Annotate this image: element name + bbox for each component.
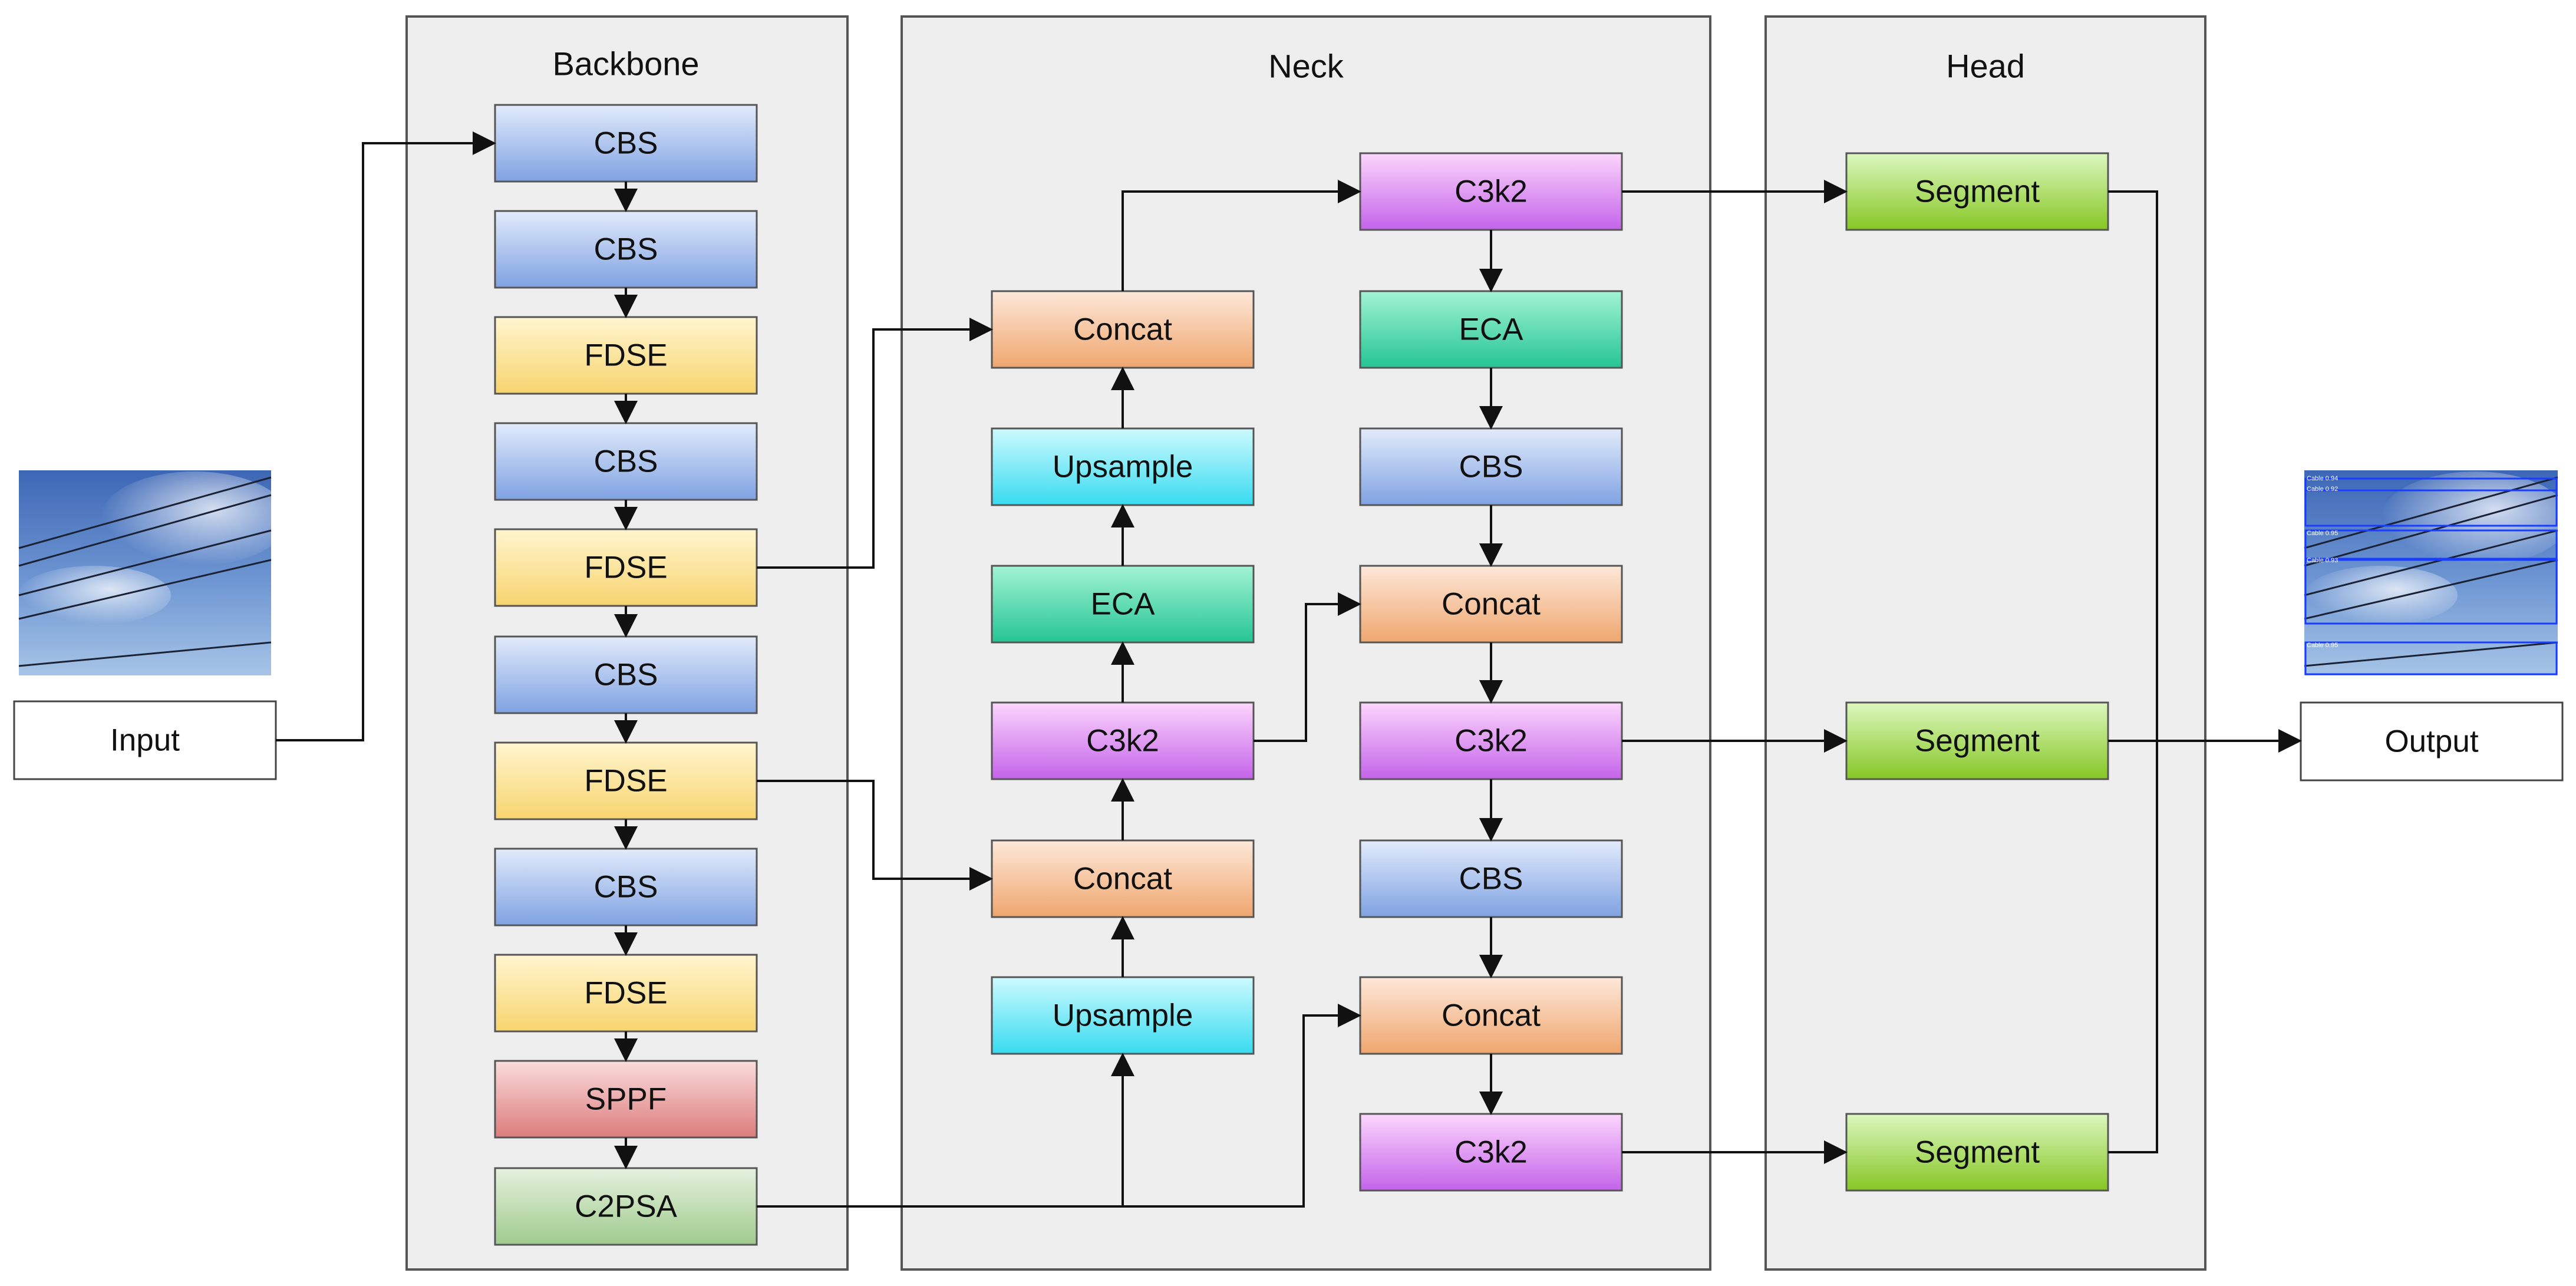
detection-label: Cable 0.93: [2307, 557, 2338, 564]
neck-block-c3k2: C3k2: [1359, 1113, 1623, 1192]
block-label: CBS: [594, 870, 658, 905]
block-label: Concat: [1442, 587, 1541, 622]
neck-block-concat: Concat: [991, 290, 1255, 369]
output-label: Output: [2384, 724, 2478, 759]
neck-block-c3k2: C3k2: [991, 701, 1255, 780]
block-label: Segment: [1915, 174, 2040, 209]
backbone-block-fdse: FDSE: [494, 954, 758, 1033]
input-box: Input: [13, 700, 277, 780]
backbone-block-cbs: CBS: [494, 635, 758, 714]
block-label: FDSE: [584, 550, 667, 585]
neck-right-blocks: C3k2 ECA CBS Concat C3k2 CBS Concat C3k2: [1359, 152, 1623, 1192]
backbone-blocks: CBS CBS FDSE CBS FDSE CBS FDSE CBS FDSE …: [494, 104, 758, 1246]
connector-arrow: [757, 780, 993, 891]
connector-arrow: [276, 131, 496, 741]
neck-block-cbs: CBS: [1359, 839, 1623, 918]
block-label: SPPF: [585, 1082, 667, 1117]
neck-left-blocks: Concat Upsample ECA C3k2 Concat Upsample: [991, 290, 1255, 1055]
head-block-segment: Segment: [1845, 701, 2109, 780]
neck-block-concat: Concat: [1359, 976, 1623, 1055]
output-box: Output: [2300, 701, 2564, 782]
head-block-segment: Segment: [1845, 152, 2109, 231]
connector-arrow: [757, 318, 993, 569]
block-label: C3k2: [1454, 724, 1528, 759]
neck-block-c3k2: C3k2: [1359, 152, 1623, 231]
backbone-block-cbs: CBS: [494, 422, 758, 501]
block-label: CBS: [1459, 862, 1523, 896]
connector-line: [757, 1004, 1361, 1208]
block-label: CBS: [594, 126, 658, 161]
input-label: Input: [110, 723, 180, 758]
backbone-title: Backbone: [552, 45, 699, 83]
block-label: Segment: [1915, 1135, 2040, 1170]
output-image: Cable 0.94 Cable 0.92 Cable 0.95 Cable 0…: [2304, 470, 2570, 675]
neck-block-cbs: CBS: [1359, 427, 1623, 506]
block-label: Concat: [1442, 998, 1541, 1033]
connectors: [276, 131, 2302, 1208]
backbone-block-fdse: FDSE: [494, 316, 758, 395]
block-label: FDSE: [584, 976, 667, 1011]
block-label: C2PSA: [575, 1189, 677, 1224]
input-image: [18, 470, 289, 675]
block-label: C3k2: [1086, 724, 1159, 759]
neck-block-upsample: Upsample: [991, 427, 1255, 506]
backbone-block-fdse: FDSE: [494, 741, 758, 820]
block-label: C3k2: [1454, 1135, 1528, 1170]
detection-label: Cable 0.92: [2307, 486, 2338, 493]
backbone-block-cbs: CBS: [494, 104, 758, 183]
backbone-block-cbs: CBS: [494, 210, 758, 289]
connector-arrow: [1122, 180, 1361, 291]
block-label: CBS: [594, 232, 658, 267]
neck-block-eca: ECA: [1359, 290, 1623, 369]
block-label: Concat: [1073, 312, 1172, 347]
backbone-block-cbs: CBS: [494, 848, 758, 926]
head-block-segment: Segment: [1845, 1113, 2109, 1192]
block-label: Segment: [1915, 724, 2040, 759]
neck-block-upsample: Upsample: [991, 976, 1255, 1055]
block-label: C3k2: [1454, 174, 1528, 209]
block-label: CBS: [1459, 450, 1523, 484]
block-label: ECA: [1459, 312, 1524, 347]
backbone-block-fdse: FDSE: [494, 528, 758, 607]
backbone-block-c2psa: C2PSA: [494, 1167, 758, 1246]
head-title: Head: [1946, 48, 2025, 85]
detection-label: Cable 0.95: [2307, 642, 2338, 649]
connector-arrow: [1254, 592, 1361, 742]
block-label: FDSE: [584, 764, 667, 799]
block-label: FDSE: [584, 338, 667, 373]
detection-label: Cable 0.94: [2307, 475, 2338, 482]
block-label: CBS: [594, 444, 658, 479]
head-blocks: Segment Segment Segment: [1845, 152, 2109, 1192]
neck-block-concat: Concat: [1359, 565, 1623, 644]
neck-block-eca: ECA: [991, 565, 1255, 644]
block-label: Upsample: [1053, 998, 1193, 1033]
block-label: CBS: [594, 658, 658, 693]
block-label: Upsample: [1053, 450, 1193, 484]
block-label: ECA: [1091, 587, 1156, 622]
neck-block-c3k2: C3k2: [1359, 701, 1623, 780]
neck-title: Neck: [1268, 48, 1344, 85]
neck-block-concat: Concat: [991, 839, 1255, 918]
connector-line: [2108, 190, 2158, 1153]
detection-label: Cable 0.95: [2307, 530, 2338, 537]
backbone-block-sppf: SPPF: [494, 1060, 758, 1139]
block-label: Concat: [1073, 862, 1172, 896]
